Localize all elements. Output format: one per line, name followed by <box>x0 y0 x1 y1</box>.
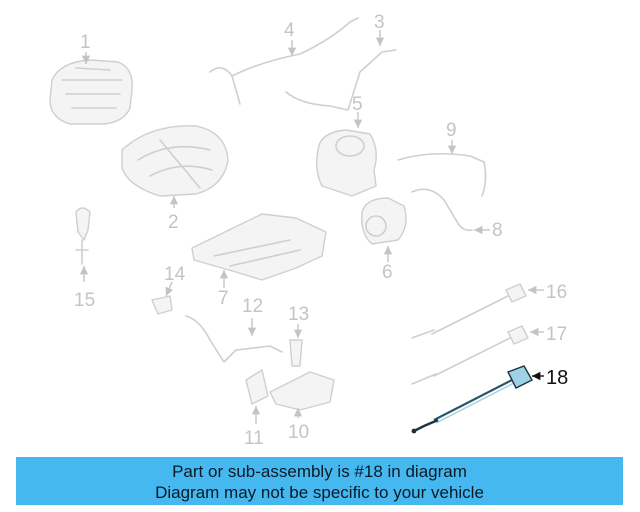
part-11-gasket: 11 <box>244 369 269 449</box>
callout-10: 10 <box>288 422 309 443</box>
callout-15: 15 <box>74 290 95 311</box>
part-9-hose: 9 <box>397 120 487 197</box>
part-7-cover: 7 <box>191 213 327 309</box>
banner-line-2: Diagram may not be specific to your vehi… <box>155 483 484 502</box>
part-10-valve: 10 <box>269 371 335 443</box>
banner-line-1: Part or sub-assembly is #18 in diagram <box>172 462 467 481</box>
callout-14: 14 <box>164 264 186 285</box>
callout-8: 8 <box>492 220 503 241</box>
callout-16: 16 <box>546 282 567 303</box>
callout-4: 4 <box>284 20 295 41</box>
part-5-valve: 5 <box>315 94 377 197</box>
callout-13: 13 <box>288 304 309 325</box>
part-12-pipe: 12 <box>185 296 283 363</box>
callout-12: 12 <box>242 296 263 317</box>
callout-17: 17 <box>546 324 567 345</box>
callout-9: 9 <box>446 120 457 141</box>
part-8-hose: 8 <box>411 188 503 241</box>
callout-5: 5 <box>352 94 363 115</box>
callout-18: 18 <box>546 367 568 389</box>
part-2-heat-shield: 2 <box>121 125 229 233</box>
part-14-clip: 14 <box>151 264 186 315</box>
part-6-pump: 6 <box>361 197 407 283</box>
callout-1: 1 <box>80 32 91 53</box>
callout-2: 2 <box>168 212 179 233</box>
part-18-oxygen-sensor: 18 <box>411 365 568 434</box>
part-15-fastener: 15 <box>74 207 95 311</box>
callout-3: 3 <box>374 12 385 33</box>
callout-7: 7 <box>218 288 229 309</box>
parts-diagram: 1 2 4 3 5 9 8 6 <box>49 12 568 449</box>
part-1-canister: 1 <box>49 32 133 125</box>
callout-6: 6 <box>382 262 393 283</box>
part-3-hose: 3 <box>285 12 397 111</box>
part-16-oxygen-sensor: 16 <box>411 282 567 339</box>
info-banner: Part or sub-assembly is #18 in diagram D… <box>16 457 623 505</box>
part-4-hose: 4 <box>209 17 359 105</box>
part-17-oxygen-sensor: 17 <box>411 324 567 385</box>
part-13-sensor: 13 <box>288 304 309 367</box>
callout-11: 11 <box>244 428 264 449</box>
